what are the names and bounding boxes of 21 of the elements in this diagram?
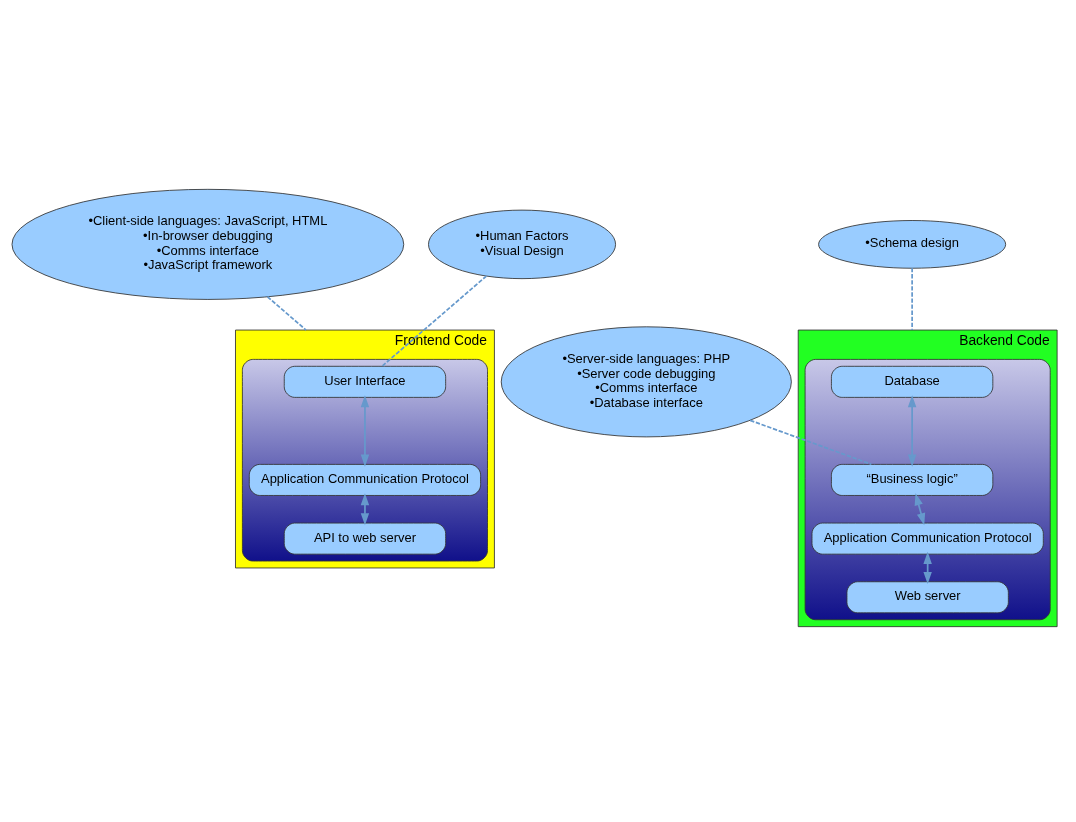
node-box: API to web server	[283, 522, 447, 555]
connector	[911, 266, 913, 331]
arrow	[360, 492, 370, 525]
node-box: Database	[831, 365, 994, 398]
node-box: User Interface	[283, 365, 447, 398]
cluster	[241, 358, 488, 561]
arrow	[923, 551, 932, 584]
node-box: Web server	[846, 580, 1009, 613]
node-box: Application Communication Protocol	[811, 522, 1044, 555]
connector	[266, 295, 307, 331]
node-ellipse: •Client-side languages: JavaScript, HTML •In-browser debugging •Comms interface •JavaScript framework	[11, 188, 405, 300]
node-ellipse: •Server-side languages: PHP •Server code debugging •Comms interface •Database interface	[500, 325, 792, 437]
connector	[749, 419, 873, 465]
arrow	[360, 394, 370, 467]
node-box: Application Communication Protocol	[248, 463, 482, 496]
connector	[381, 274, 488, 367]
arrow	[907, 394, 917, 467]
node-ellipse: •Human Factors •Visual Design	[428, 209, 616, 279]
cluster	[804, 358, 1051, 620]
node-box: “Business logic”	[831, 463, 994, 496]
node-ellipse: •Schema design	[818, 219, 1007, 269]
